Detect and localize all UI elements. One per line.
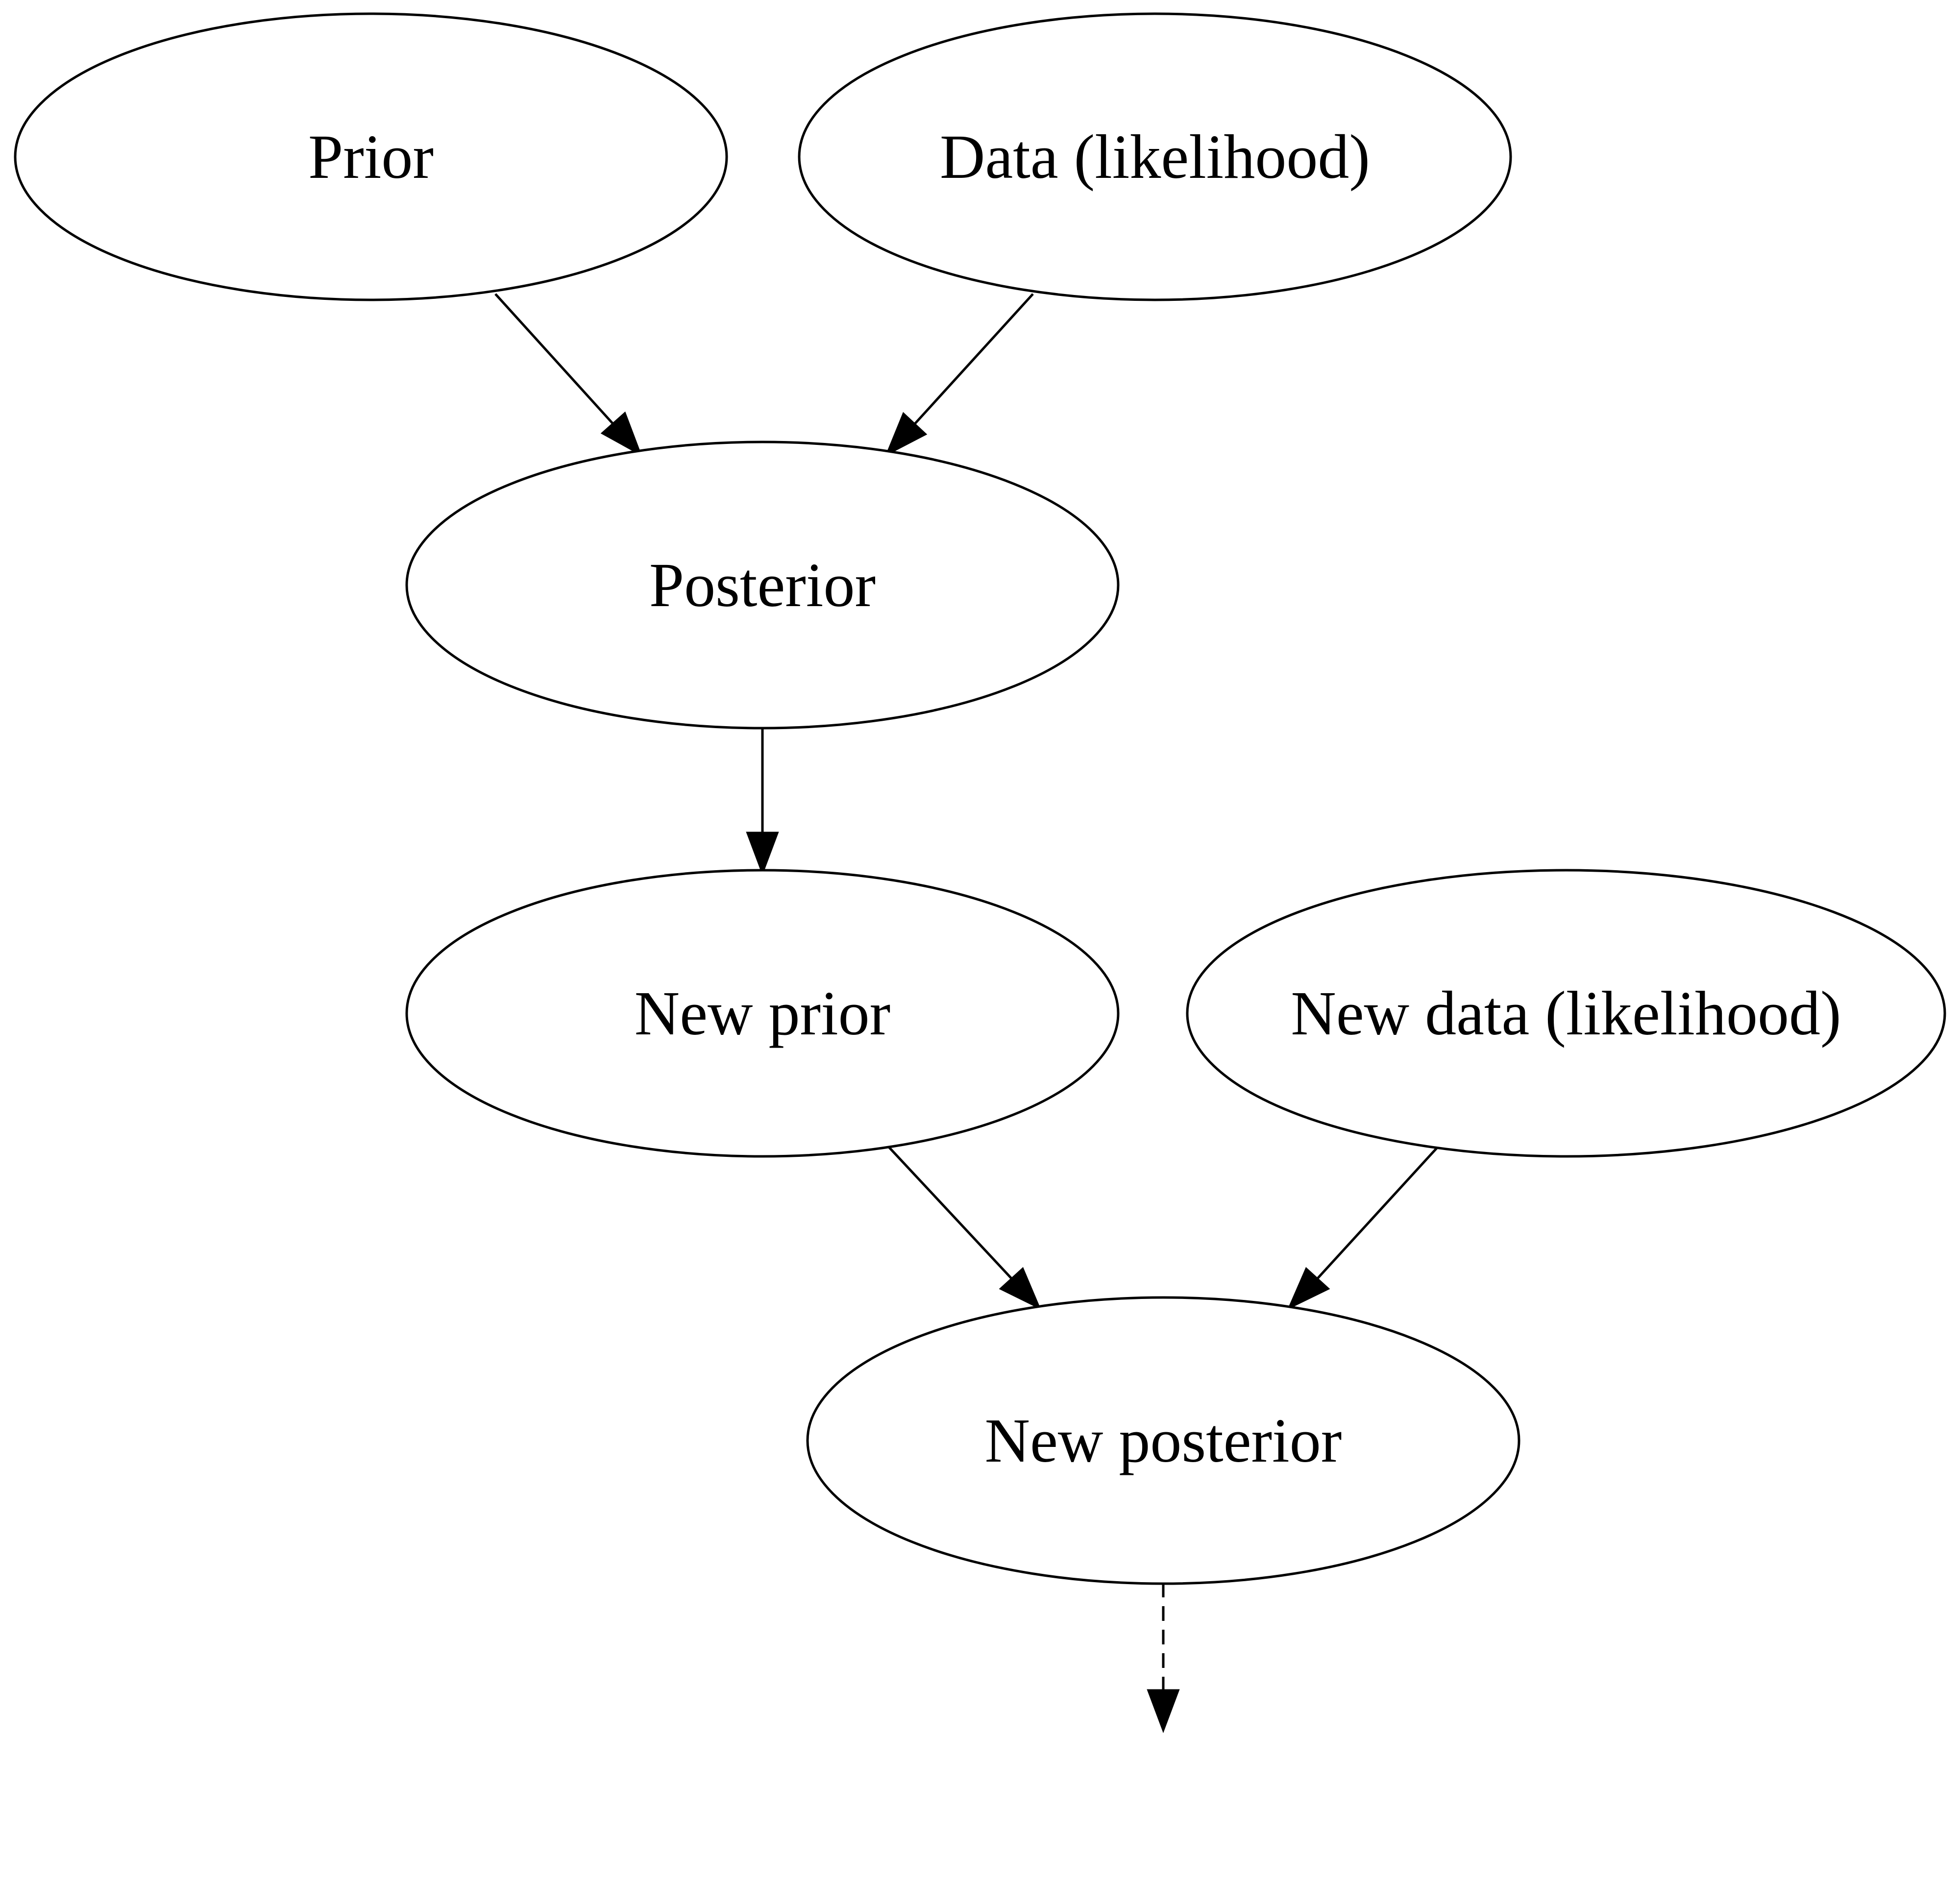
node-new-data-likelihood-label: New data (likelihood) <box>1291 979 1841 1048</box>
node-data-likelihood: Data (likelihood) <box>798 12 1512 301</box>
node-posterior: Posterior <box>405 440 1120 730</box>
node-new-posterior: New posterior <box>806 1296 1520 1585</box>
node-data-likelihood-label: Data (likelihood) <box>940 122 1370 192</box>
node-new-posterior-label: New posterior <box>985 1406 1342 1475</box>
node-new-data-likelihood: New data (likelihood) <box>1186 869 1946 1158</box>
node-new-prior: New prior <box>405 869 1120 1158</box>
edge-new-data-to-new-posterior <box>1287 1146 1439 1310</box>
node-prior: Prior <box>14 12 728 301</box>
edge-new-posterior-continuation <box>1147 1583 1180 1734</box>
edge-new-prior-to-new-posterior <box>887 1146 1041 1310</box>
node-new-prior-label: New prior <box>635 979 891 1048</box>
edge-posterior-to-new-prior <box>746 728 779 876</box>
edge-prior-to-posterior <box>494 293 642 457</box>
node-prior-label: Prior <box>308 122 434 192</box>
edge-data-to-posterior <box>885 293 1034 457</box>
node-posterior-label: Posterior <box>649 550 876 620</box>
